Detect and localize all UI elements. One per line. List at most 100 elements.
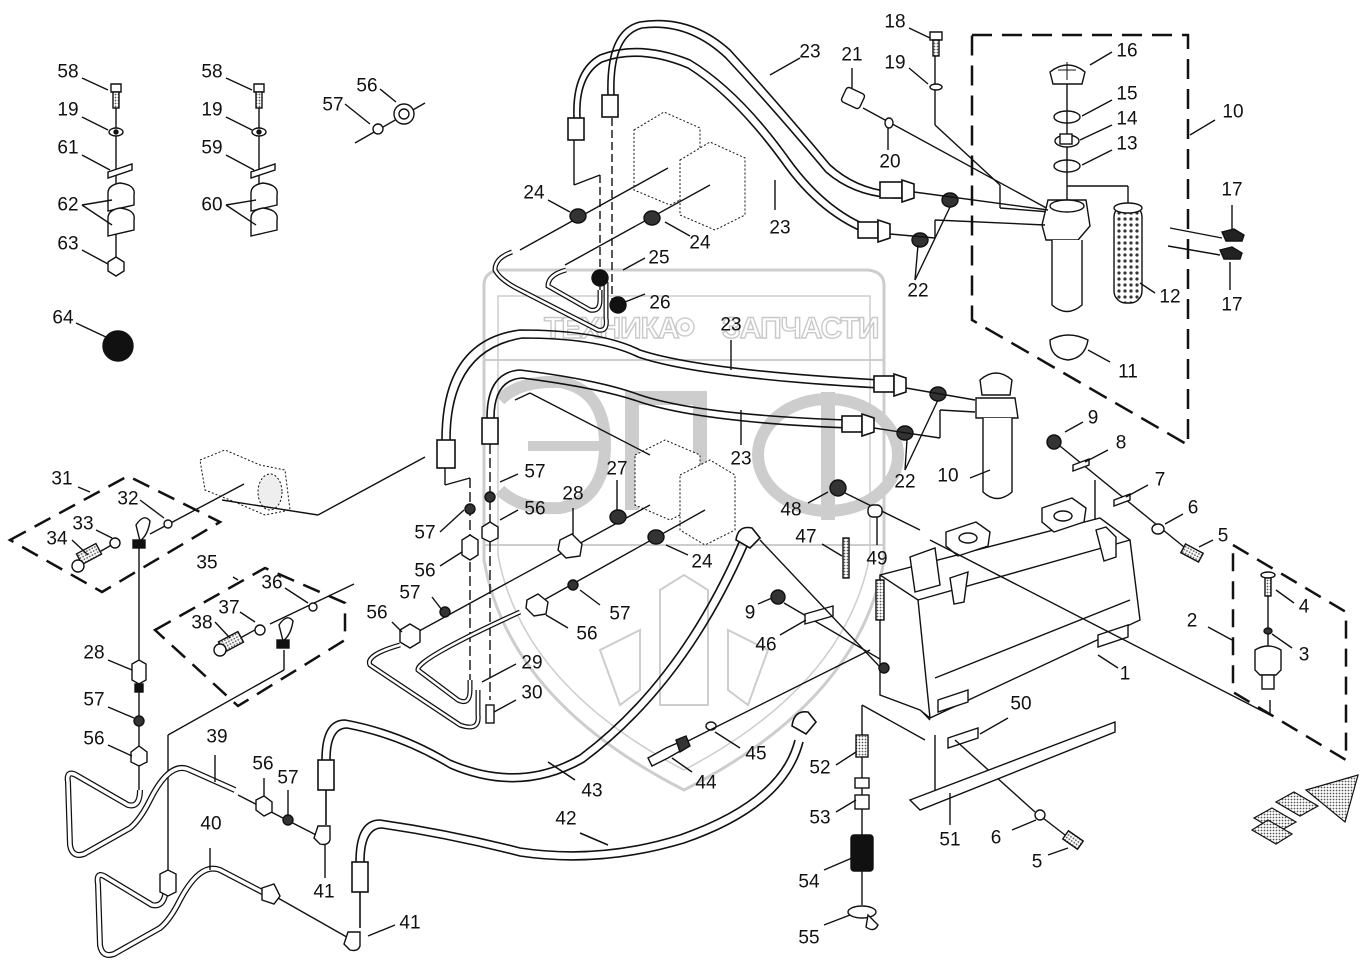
callout-61: 61	[57, 137, 79, 159]
callout-58: 58	[201, 61, 223, 83]
pipe-39	[64, 755, 237, 858]
callout-22: 22	[894, 471, 916, 493]
callout-28: 28	[83, 642, 105, 664]
callout-7: 7	[1154, 469, 1166, 491]
fitting-chains-middle	[366, 444, 706, 730]
callout-49: 49	[866, 548, 888, 570]
hose-23-middle	[436, 329, 907, 469]
callout-19: 19	[884, 52, 906, 74]
callout-63: 63	[57, 233, 79, 255]
valve-block-middle	[634, 439, 736, 546]
callout-25: 25	[648, 247, 670, 269]
callout-24: 24	[689, 232, 711, 254]
fitting-44-45	[647, 649, 871, 773]
callout-36: 36	[261, 572, 283, 594]
callout-57: 57	[277, 767, 299, 789]
fitting-chain-39	[237, 778, 396, 952]
watermark-gear-icon	[675, 317, 695, 337]
hardware-50-51	[861, 704, 1116, 856]
callout-1: 1	[1119, 663, 1131, 685]
callout-40: 40	[200, 813, 222, 835]
callout-24: 24	[523, 182, 545, 204]
callout-15: 15	[1116, 83, 1138, 105]
callout-6: 6	[1187, 497, 1199, 519]
callout-26: 26	[649, 292, 671, 314]
callout-54: 54	[798, 871, 820, 893]
callout-56: 56	[576, 623, 598, 645]
hose-23-top	[567, 19, 915, 244]
callout-56: 56	[524, 498, 546, 520]
callout-51: 51	[939, 829, 961, 851]
filter-parts	[889, 51, 1245, 363]
box-35	[152, 566, 355, 890]
callout-43: 43	[581, 780, 603, 802]
nut-ring-top	[344, 88, 426, 144]
pipes-24-25-26	[492, 118, 711, 333]
callout-50: 50	[1010, 693, 1032, 715]
callout-10: 10	[1222, 101, 1244, 123]
callout-11: 11	[1118, 361, 1138, 383]
callout-33: 33	[72, 513, 94, 535]
callout-44: 44	[695, 772, 717, 794]
callout-16: 16	[1116, 40, 1138, 62]
forward-direction-arrow-icon	[1250, 774, 1359, 845]
callout-59: 59	[201, 137, 223, 159]
hydraulic-tank	[875, 497, 1271, 719]
callout-6: 6	[990, 827, 1002, 849]
filter-assembly-box	[970, 33, 1216, 448]
callout-48: 48	[780, 499, 802, 521]
callout-39: 39	[206, 726, 228, 748]
callout-38: 38	[191, 612, 213, 634]
callout-58: 58	[57, 61, 79, 83]
hardware-48-46	[757, 479, 951, 721]
clamp-assembly-middle	[225, 77, 278, 237]
callout-32: 32	[117, 488, 139, 510]
callout-46: 46	[755, 634, 777, 656]
callout-21: 21	[841, 44, 863, 66]
callout-57: 57	[399, 582, 421, 604]
callout-19: 19	[201, 99, 223, 121]
callout-47: 47	[795, 526, 817, 548]
callout-53: 53	[809, 807, 831, 829]
callout-24: 24	[691, 551, 713, 573]
callout-41: 41	[399, 912, 421, 934]
callout-28: 28	[562, 483, 584, 505]
callout-55: 55	[798, 927, 820, 949]
callout-5: 5	[1031, 851, 1043, 873]
callout-17: 17	[1221, 179, 1243, 201]
callout-31: 31	[51, 468, 73, 490]
callout-23: 23	[769, 217, 791, 239]
callout-34: 34	[46, 528, 68, 550]
callout-2: 2	[1186, 610, 1198, 632]
callout-42: 42	[555, 808, 577, 830]
hose-43	[317, 526, 762, 825]
box-31	[7, 474, 245, 594]
callout-17: 17	[1221, 294, 1243, 316]
callout-57: 57	[609, 603, 631, 625]
callout-56: 56	[414, 560, 436, 582]
filter-10-lower	[873, 372, 1019, 500]
callout-57: 57	[83, 689, 105, 711]
callout-56: 56	[252, 753, 274, 775]
callout-60: 60	[201, 194, 223, 216]
callout-57: 57	[414, 522, 436, 544]
hose-42	[351, 710, 818, 928]
callout-22: 22	[907, 280, 929, 302]
callout-56: 56	[83, 728, 105, 750]
fitting-chain-52-55	[823, 715, 879, 931]
callout-23: 23	[799, 41, 821, 63]
callout-23: 23	[730, 448, 752, 470]
callout-41: 41	[313, 881, 335, 903]
callout-3: 3	[1298, 644, 1310, 666]
hardware-9-5	[1046, 421, 1214, 564]
callout-23: 23	[720, 314, 742, 336]
pipe-40	[94, 848, 353, 958]
clamp-assembly-left	[81, 77, 135, 277]
box-2-breather	[1207, 542, 1348, 763]
callout-14: 14	[1116, 108, 1138, 130]
fitting-chain-left	[107, 548, 148, 790]
callout-35: 35	[196, 552, 218, 574]
callout-52: 52	[809, 757, 831, 779]
black-plug	[102, 330, 134, 362]
